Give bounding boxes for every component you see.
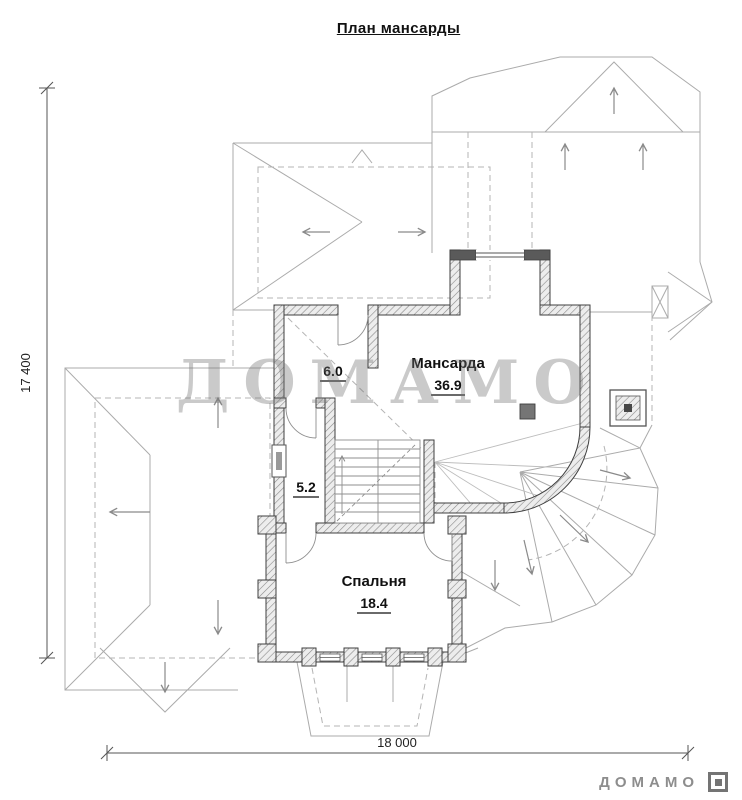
dimension-left [39,81,55,665]
dormer-window [476,250,524,260]
ceiling-break-lines [434,422,584,513]
staircase [334,439,421,524]
domamo-logo-icon [708,772,728,792]
page-title: План мансарды [336,20,461,37]
door-swings [285,314,453,564]
mansarda-name-label: Мансарда [411,355,485,372]
hall-area-label: 6.0 [323,363,343,379]
windows [271,250,524,662]
roof-hidden-lines [94,132,653,727]
roof-outline [64,56,713,737]
height-dimension-label: 17 400 [18,353,33,393]
mansarda-area-label: 36.9 [434,377,461,393]
domamo-logo: ДОМАМО [599,772,728,792]
bedroom-name-label: Спальня [342,573,407,590]
stairhall-area-label: 5.2 [296,479,316,495]
domamo-logo-text: ДОМАМО [599,773,699,791]
room-labels: 6.0 Мансарда 36.9 5.2 Спальня 18.4 [293,355,485,614]
dimension-bottom [100,745,695,761]
width-dimension-label: 18 000 [377,735,417,750]
roof-slope-arrows [108,86,648,694]
bedroom-area-label: 18.4 [360,595,387,611]
walls [257,249,591,667]
chimney-shaft [519,389,647,427]
